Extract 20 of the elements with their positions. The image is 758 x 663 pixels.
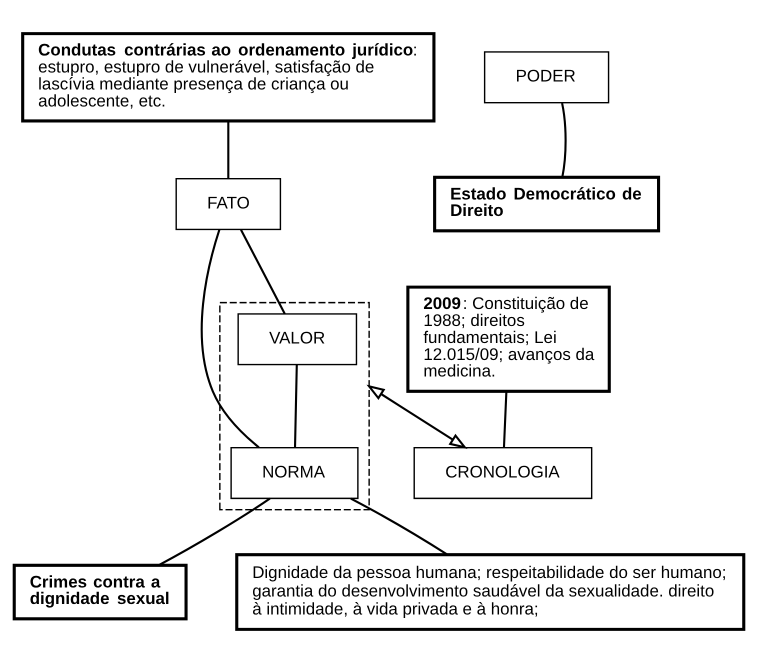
node-box: CRONOLOGIA	[414, 446, 592, 500]
connector	[502, 392, 508, 448]
node-box: Dignidade da pessoa humana; respeitabilidade do ser humano; garantia do desenvolvimento saudável da sexualidade. direito à intimidade, à vida privada e à honra;	[235, 553, 746, 631]
connector	[158, 498, 271, 566]
node-box: Estado Democrático de Direito	[433, 176, 660, 232]
node-box: NORMA	[230, 446, 359, 500]
node-box: 2009: Constituição de 1988; direitos fundamentais; Lei 12.015/09; avanços da medicina.	[406, 286, 611, 393]
connector	[350, 498, 448, 556]
connector	[294, 364, 298, 448]
connector	[240, 229, 286, 314]
arrow	[366, 384, 468, 450]
connector	[561, 103, 567, 178]
node-box: VALOR	[237, 313, 358, 366]
node-box: PODER	[484, 51, 610, 104]
node-box: Condutas contrárias ao ordenamento jurídico: estupro, estupro de vulnerável, satisfação de lascívia mediante presença de criança ou adolescente, etc.	[21, 32, 436, 122]
cluster	[219, 302, 370, 510]
connector	[200, 229, 260, 448]
node-box: FATO	[175, 178, 282, 230]
node-box: Crimes contra a dignidade sexual	[12, 564, 188, 620]
connector	[227, 121, 230, 178]
